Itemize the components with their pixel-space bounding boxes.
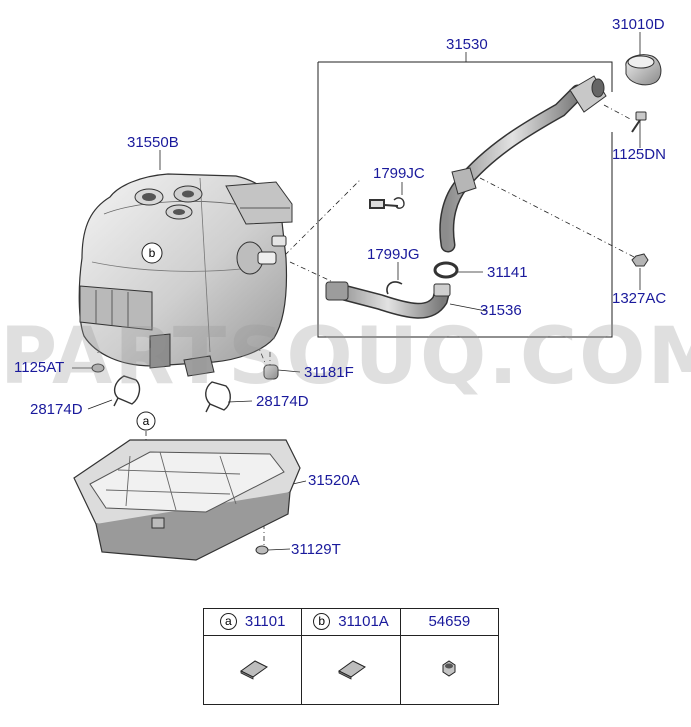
legend-cell-54659[interactable]: 54659 (399, 608, 500, 636)
callout-31520A[interactable]: 31520A (308, 472, 360, 489)
legend-marker-b: b (313, 613, 331, 631)
callout-31129T[interactable]: 31129T (291, 541, 341, 558)
callout-31010D[interactable]: 31010D (612, 16, 665, 33)
ref-marker-a: a (136, 411, 156, 431)
callout-1125DN[interactable]: 1125DN (612, 146, 666, 163)
callout-31181F[interactable]: 31181F (304, 364, 354, 381)
fuel-cap-31010D (625, 54, 662, 86)
callout-1799JC[interactable]: 1799JC (373, 165, 425, 182)
callout-1327AC[interactable]: 1327AC (612, 290, 667, 307)
tank-tray-31520A (73, 439, 301, 561)
bolt-1125DN (631, 111, 647, 133)
legend-icon-cell-31101 (202, 635, 303, 705)
ref-marker-a-label: a (143, 414, 150, 428)
legend-cell-31101A[interactable]: b 31101A (301, 608, 401, 636)
callout-31550B[interactable]: 31550B (127, 134, 179, 151)
legend-icon-cell-54659 (399, 635, 500, 705)
bolt-1125AT (91, 363, 105, 373)
legend-code-54659[interactable]: 54659 (428, 613, 471, 630)
callout-31141[interactable]: 31141 (487, 264, 528, 281)
legend-icon-row (202, 635, 500, 705)
filler-neck-31530 (439, 75, 607, 253)
nut-icon (442, 659, 456, 677)
ref-marker-b: b (141, 242, 163, 264)
pad-icon (239, 659, 268, 680)
breather-tube-1799JC (369, 199, 399, 209)
filler-hose-31536 (325, 281, 451, 319)
callout-31536[interactable]: 31536 (480, 302, 522, 319)
legend-marker-a: a (219, 613, 237, 631)
legend-code-31101A[interactable]: 31101A (338, 613, 389, 630)
legend-cell-31101[interactable]: a 31101 (202, 608, 303, 636)
legend-header-row: a 31101 b 31101A 54659 (202, 608, 500, 636)
hose-clamp-31141 (433, 261, 459, 279)
legend-table: a 31101 b 31101A 54659 (202, 608, 500, 705)
ref-marker-b-label: b (149, 246, 156, 260)
pad-icon (338, 659, 366, 680)
strap-28174D-right (205, 381, 231, 413)
callout-31530[interactable]: 31530 (446, 36, 488, 53)
leader-lines (72, 32, 641, 551)
bolt-31129T (255, 545, 269, 555)
hose-clip-1799JG (386, 281, 403, 295)
callout-1125AT[interactable]: 1125AT (14, 359, 65, 376)
hose-clip-1799JC (393, 197, 405, 209)
callout-28174D-left[interactable]: 28174D (30, 401, 83, 418)
legend-icon-cell-31101A (301, 635, 401, 705)
callout-28174D-right[interactable]: 28174D (256, 393, 309, 410)
nut-1327AC (631, 253, 649, 267)
strap-28174D-left (113, 375, 141, 407)
filler-neck-group-box (317, 61, 613, 338)
drain-plug-31181F (263, 364, 279, 380)
callout-1799JG[interactable]: 1799JG (367, 246, 420, 263)
legend-code-31101[interactable]: 31101 (244, 613, 286, 630)
fuel-tank-31550B (78, 173, 293, 377)
